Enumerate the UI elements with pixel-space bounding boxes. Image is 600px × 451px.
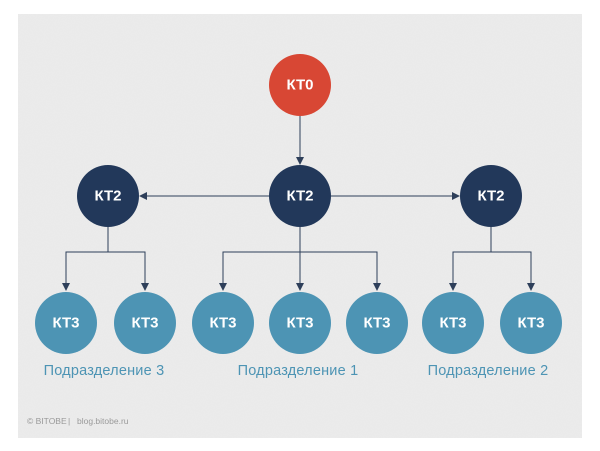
nodes-layer: КТ0 КТ2 КТ2 КТ2 КТ3 КТ3 [35,54,562,354]
node-l3-1: КТ3 [35,292,97,354]
node-root-circle [269,54,331,116]
group-label-subdivision-2: Подразделение 2 [428,363,549,379]
node-l3-5-label: КТ3 [363,315,390,332]
group-labels: Подразделение 3 Подразделение 1 Подразде… [44,363,549,379]
node-l3-1-label: КТ3 [52,315,79,332]
node-l3-4: КТ3 [269,292,331,354]
node-l3-2: КТ3 [114,292,176,354]
node-l2-right-circle [460,165,522,227]
node-l3-2-label: КТ3 [131,315,158,332]
node-l2-center-label: КТ2 [286,188,313,205]
node-l3-3-label: КТ3 [209,315,236,332]
node-l3-5-circle [346,292,408,354]
node-l3-3-circle [192,292,254,354]
node-l2-right: КТ2 [460,165,522,227]
group-label-subdivision-1: Подразделение 1 [238,363,359,379]
connector-left-to-leaf-1 [62,251,108,291]
group-label-subdivision-3: Подразделение 3 [44,363,165,379]
footer-copyright: © BITOBE [27,416,67,426]
connector-center-to-leaf-5 [300,251,381,291]
node-l2-left-circle [77,165,139,227]
node-l3-7: КТ3 [500,292,562,354]
node-l3-3: КТ3 [192,292,254,354]
node-l3-6-label: КТ3 [439,315,466,332]
node-l3-4-circle [269,292,331,354]
footer: © BITOBE | blog.bitobe.ru [27,416,129,426]
node-l2-left: КТ2 [77,165,139,227]
connectors-layer [62,116,535,291]
footer-site: blog.bitobe.ru [77,416,129,426]
node-l2-center: КТ2 [269,165,331,227]
connector-right-to-leaf-6 [449,251,491,291]
node-l2-center-circle [269,165,331,227]
node-l3-6-circle [422,292,484,354]
node-root-label: КТ0 [286,77,313,94]
footer-separator: | [68,416,70,426]
connector-center-to-leaf-3 [219,251,300,291]
node-root: КТ0 [269,54,331,116]
node-l3-6: КТ3 [422,292,484,354]
node-l2-left-label: КТ2 [94,188,121,205]
node-l2-right-label: КТ2 [477,188,504,205]
node-l3-7-label: КТ3 [517,315,544,332]
connector-left-to-leaf-2 [108,251,149,291]
connector-right-to-leaf-7 [491,251,535,291]
node-l3-1-circle [35,292,97,354]
node-l3-2-circle [114,292,176,354]
node-l3-5: КТ3 [346,292,408,354]
node-l3-4-label: КТ3 [286,315,313,332]
node-l3-7-circle [500,292,562,354]
